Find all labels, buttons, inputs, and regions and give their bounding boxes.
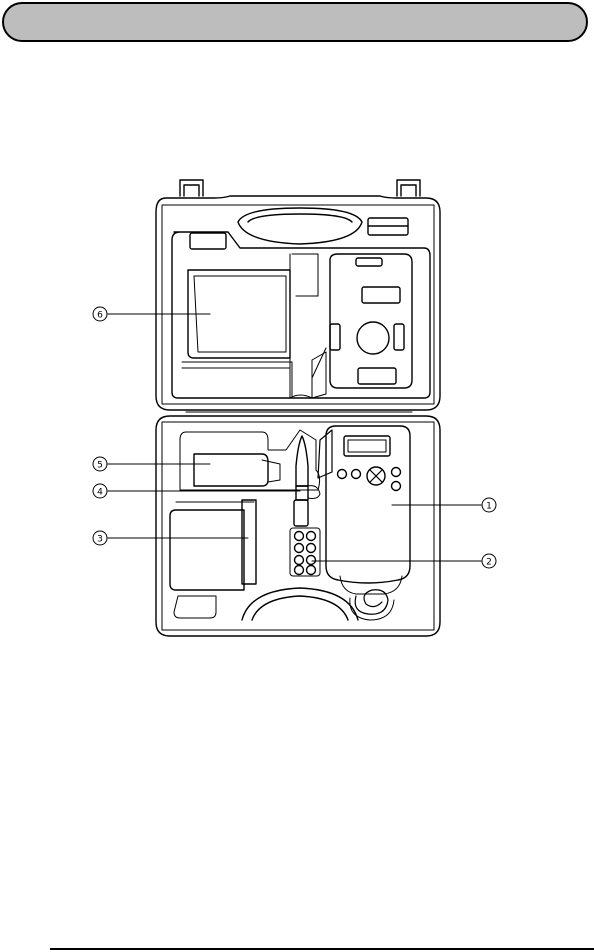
callout-label-1: 1 xyxy=(486,502,492,512)
case-lid xyxy=(156,180,440,410)
callout-label-6: 6 xyxy=(97,311,103,321)
callout-label-3: 3 xyxy=(97,535,103,545)
callout-label-4: 4 xyxy=(97,488,103,498)
left-latch xyxy=(180,180,203,196)
callout-label-2: 2 xyxy=(486,558,492,568)
meter-cable xyxy=(355,590,388,615)
base-inner-tray xyxy=(180,430,320,490)
bottom-handle xyxy=(242,588,358,620)
batteries xyxy=(290,528,320,576)
electrode-pouch xyxy=(194,454,268,486)
meter-display xyxy=(344,436,390,456)
temperature-probe xyxy=(296,436,308,486)
right-latch xyxy=(397,180,420,196)
lid-slot-left xyxy=(190,233,226,249)
lid-inner-tray xyxy=(172,232,430,398)
meter-unit xyxy=(318,426,410,620)
bottle-compartment xyxy=(170,510,244,590)
case-base xyxy=(156,416,440,636)
callout-label-5: 5 xyxy=(97,461,103,471)
footer-rule xyxy=(50,948,594,950)
